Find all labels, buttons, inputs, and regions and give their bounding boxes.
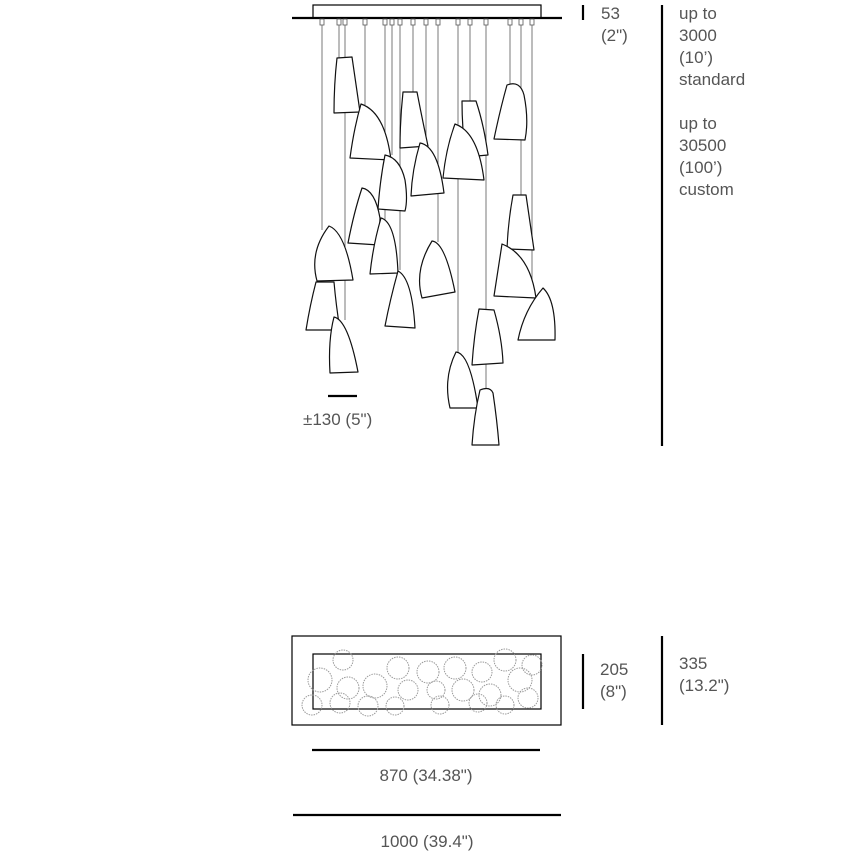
canopy-height-label: 53 [601, 4, 620, 23]
plan-view [291, 635, 664, 817]
pendant-width-label: ±130 (5") [303, 410, 373, 429]
pendant-shades [305, 56, 556, 446]
overall-depth-label: 335 [679, 654, 708, 673]
cable-clamps [319, 18, 535, 26]
canopy-depth-label: 205 [600, 660, 629, 679]
canopy-width-label: 870 (34.38") [379, 766, 473, 785]
drop-custom-line-2: 30500 [679, 136, 727, 155]
drop-custom-line-1: up to [679, 114, 717, 133]
overall-depth-imperial: (13.2") [679, 676, 730, 695]
elevation-view [292, 4, 664, 446]
canopy-height-imperial: (2") [601, 26, 628, 45]
drop-custom-line-4: custom [679, 180, 734, 199]
overall-width-label: 1000 (39.4") [380, 832, 474, 851]
drop-standard-line-1: up to [679, 4, 717, 23]
canopy-footprint [312, 653, 542, 710]
drop-standard-line-4: standard [679, 70, 746, 89]
drop-standard-line-3: (10’) [679, 48, 714, 67]
overall-footprint [291, 635, 562, 726]
drop-standard-line-2: 3000 [679, 26, 717, 45]
drop-custom-line-3: (100’) [679, 158, 723, 177]
pendant-plan-loops [301, 648, 543, 717]
canopy [312, 4, 542, 19]
canopy-depth-imperial: (8") [600, 682, 627, 701]
